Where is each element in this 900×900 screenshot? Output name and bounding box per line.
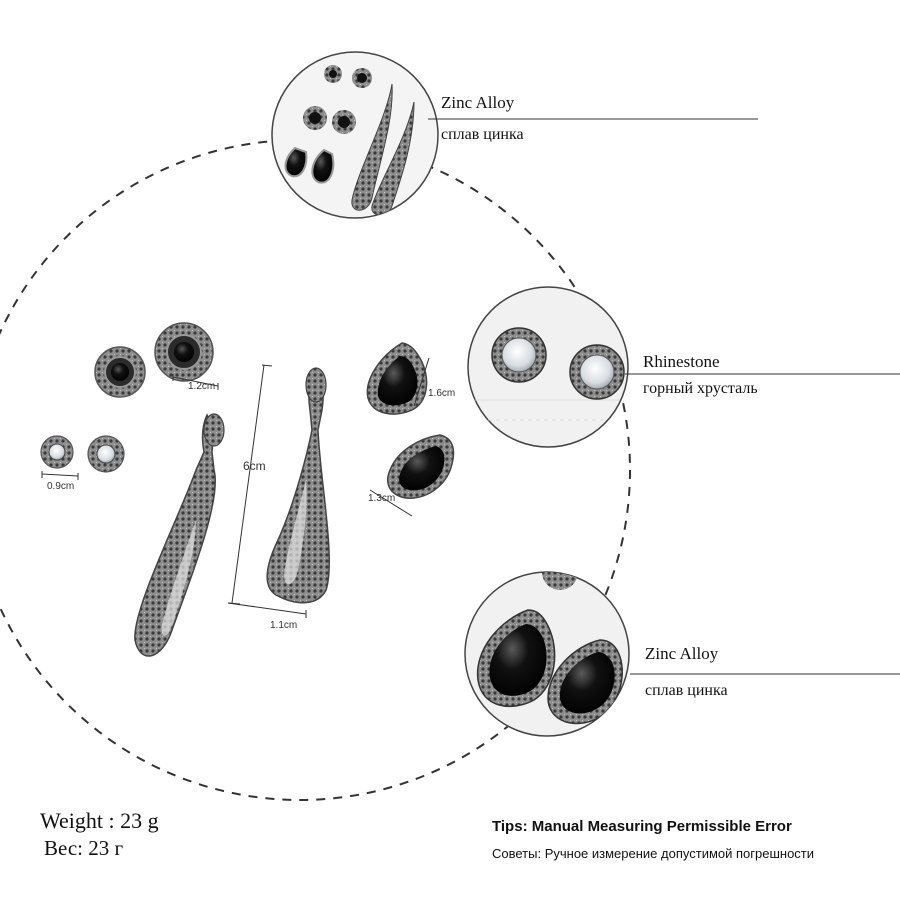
callout-2-subtitle: горный хрусталь: [643, 380, 758, 397]
callout-1-subtitle: сплав цинка: [441, 126, 524, 143]
dim-drop-length: [227, 364, 273, 605]
dim-stud-small: [41, 471, 79, 480]
stud-small-right: [87, 435, 125, 473]
callout-1-title: Zinc Alloy: [441, 93, 515, 112]
dim-teardrop-height: [413, 357, 430, 407]
zoom-circle-set: [271, 51, 439, 219]
stud-large-left: [94, 346, 146, 398]
weight-label: Weight : 23 g: [40, 808, 159, 833]
dim-stud-large: [172, 374, 219, 390]
dim-teardrop-width: [369, 489, 413, 517]
drop-earring-right: [266, 367, 331, 604]
dim-drop-width: [227, 602, 307, 618]
tips-label-ru: Советы: Ручное измерение допустимой погр…: [492, 846, 815, 861]
callout-3-title: Zinc Alloy: [645, 644, 719, 663]
zoom-circle-rhinestone: [467, 286, 629, 448]
teardrop-bottom: [387, 434, 455, 499]
zoom-circle-teardrop: [464, 571, 630, 737]
callout-3-subtitle: сплав цинка: [645, 682, 728, 699]
dim-label-drop-length: 6cm: [243, 459, 266, 473]
stud-large-right: [154, 322, 214, 382]
dim-label-drop-width: 1.1cm: [270, 620, 297, 631]
dim-label-stud-large: 1.2cm: [188, 381, 215, 392]
dim-label-teardrop-height: 1.6cm: [428, 388, 455, 399]
drop-earring-left: [134, 413, 225, 657]
weight-label-ru: Вес: 23 г: [44, 836, 124, 860]
tips-label: Tips: Manual Measuring Permissible Error: [492, 818, 792, 835]
dim-label-stud-small: 0.9cm: [47, 481, 74, 492]
teardrop-top: [366, 342, 428, 415]
dim-label-teardrop-width: 1.3cm: [368, 493, 395, 504]
stud-small-left: [40, 435, 74, 469]
callout-2-title: Rhinestone: [643, 352, 720, 371]
